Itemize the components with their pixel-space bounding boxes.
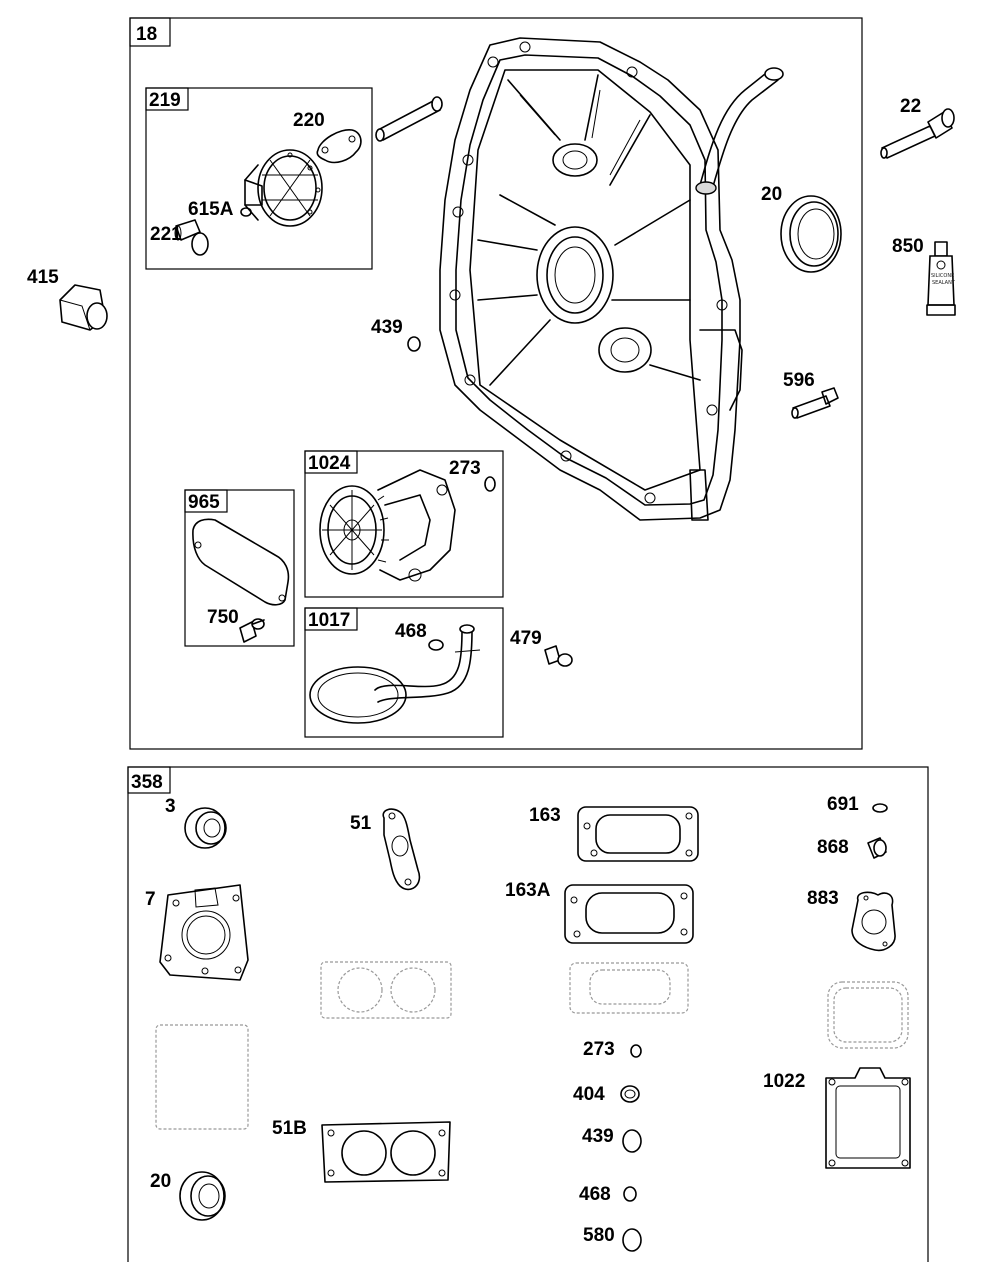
group-219-frame [145,87,373,270]
governor-gear [244,149,323,227]
oring-439-upper [407,336,421,352]
group-1024-tag [304,450,358,474]
group-358-label: 358 [131,772,163,793]
oring-439-lower [622,1129,642,1153]
oring-468-lower [623,1186,637,1202]
group-18-label: 18 [136,24,157,45]
gasket-1022 [825,1067,911,1169]
tube-text-line1: SILICONE [931,273,954,279]
label-163A: 163A [505,880,551,901]
label-883: 883 [807,888,839,909]
group-1017-label: 1017 [308,610,350,631]
seal-20-upper [780,195,842,273]
group-1024-label: 1024 [308,453,351,474]
label-691: 691 [827,794,859,815]
label-273-upper: 273 [449,458,481,479]
label-468-lower: 468 [579,1184,611,1205]
oring-273-upper [484,476,496,492]
bolt-596 [791,387,839,419]
label-3: 3 [165,796,176,817]
ghost-gasket-rounded [827,981,909,1049]
gasket-883 [851,891,896,952]
tube-text-line2: SEALANT [932,280,956,286]
label-850: 850 [892,236,924,257]
group-358-tag [127,766,171,794]
label-439-upper: 439 [371,317,403,338]
washer-691 [872,803,888,813]
label-580: 580 [583,1225,615,1246]
group-1017-tag [304,607,358,631]
gasket-51 [382,808,421,891]
bolt-22 [880,108,955,159]
label-750: 750 [207,607,239,628]
label-273-lower: 273 [583,1039,615,1060]
fitting-868 [867,837,887,859]
pin-221 [174,219,209,256]
label-51: 51 [350,813,372,834]
ghost-gasket-twin-bore [320,961,452,1019]
governor-plate [316,129,362,164]
label-7: 7 [145,889,156,910]
gasket-51B [321,1121,451,1183]
ghost-gasket-square [155,1024,249,1130]
group-1024-frame [304,450,504,598]
label-596: 596 [783,370,815,391]
ghost-gasket-rect [569,962,689,1014]
label-404: 404 [573,1084,605,1105]
group-965-label: 965 [188,492,220,513]
bolt-750 [239,618,265,643]
oil-pump-1024 [319,469,456,582]
group-219-label: 219 [149,90,181,111]
label-20-lower: 20 [150,1171,171,1192]
oil-pickup-1017 [309,624,481,724]
group-18-frame [129,17,863,750]
gasket-163 [577,806,699,862]
label-415: 415 [27,267,59,288]
ring-580 [622,1228,642,1252]
crankcase-cover [439,37,784,521]
label-221: 221 [150,224,182,245]
label-1022: 1022 [763,1071,805,1092]
head-gasket-7 [159,884,249,981]
label-22: 22 [900,96,921,117]
bearing-3 [184,807,227,849]
sealant-tube-850: SILICONE SEALANT [926,241,956,316]
group-18-tag [129,17,171,47]
plug-415 [59,284,108,331]
label-868: 868 [817,837,849,858]
label-479: 479 [510,628,542,649]
bolt-479 [544,645,573,667]
seal-20-lower [179,1171,226,1221]
gasket-163A [564,884,694,944]
label-468-upper: 468 [395,621,427,642]
label-163: 163 [529,805,561,826]
group-965-tag [184,489,228,513]
label-51B: 51B [272,1118,307,1139]
label-20-upper: 20 [761,184,782,205]
seal-404 [620,1085,640,1103]
label-220: 220 [293,110,325,131]
governor-shaft [375,96,443,142]
ring-615A [240,207,252,217]
oring-273-lower [630,1044,642,1058]
group-1017-frame [304,607,504,738]
oring-468-upper [428,639,444,651]
group-965-frame [184,489,295,647]
label-615A: 615A [188,199,234,220]
group-358-frame [127,766,929,1262]
cover-gasket-965 [192,518,290,606]
group-219-tag [145,87,189,111]
label-439-lower: 439 [582,1126,614,1147]
